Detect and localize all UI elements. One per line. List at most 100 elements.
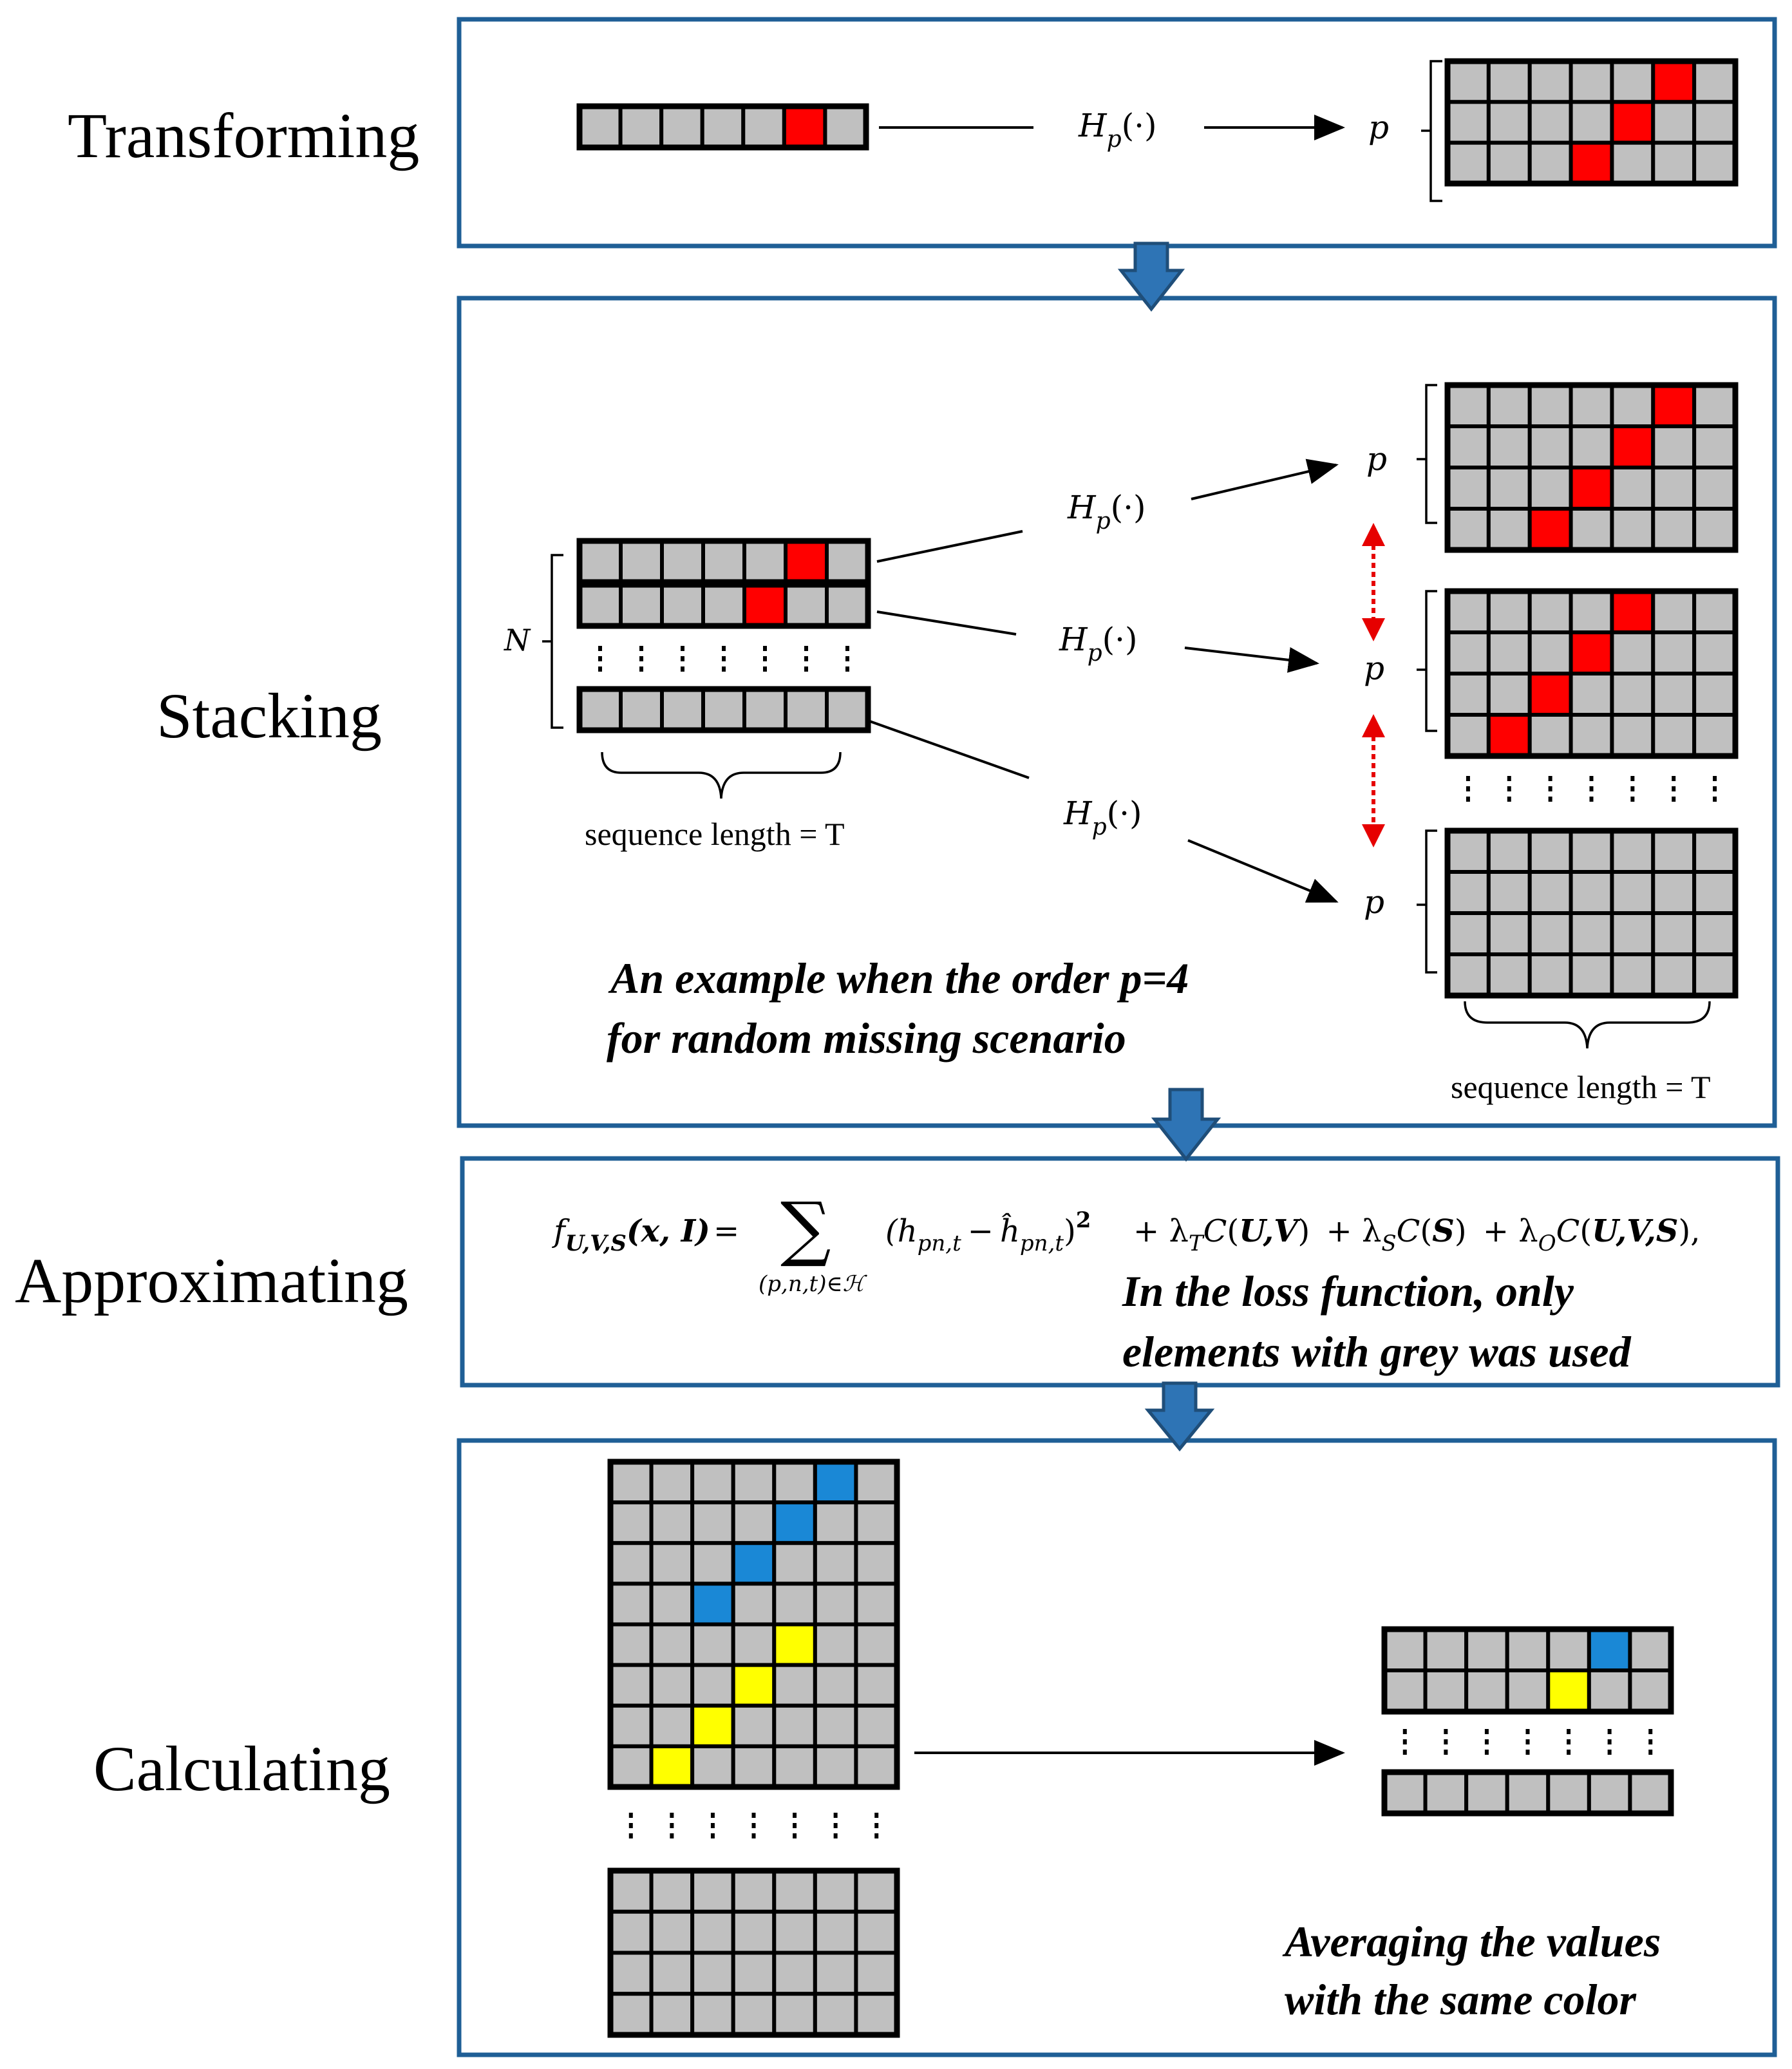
- calc-result-bottom-cell: [1464, 1770, 1509, 1815]
- stack-output-dot: [1466, 797, 1470, 802]
- calc-left-cell: [772, 1703, 817, 1748]
- stack-input-row-2-cell: [701, 583, 746, 628]
- calc-left-cell: [813, 1460, 858, 1505]
- stack-p-bracket-3: [1417, 829, 1437, 974]
- transform-output-cell: [1486, 59, 1532, 104]
- stack-input-row-3-cell: [701, 687, 746, 732]
- stack-operator-3: Hp(·): [1063, 795, 1142, 840]
- stack-output-1-cell: [1446, 424, 1491, 469]
- stack-input-dot: [845, 646, 849, 651]
- calc-left-cell: [813, 1622, 858, 1667]
- transform-output-cell: [1692, 140, 1737, 186]
- stack-output-ellipsis: [1466, 776, 1717, 802]
- calc-result-dot: [1567, 1750, 1571, 1755]
- stack-p-bracket-1: [1417, 384, 1437, 524]
- stack-input-dot: [845, 666, 849, 672]
- transform-output-cell: [1569, 100, 1614, 145]
- stack-output-2-cell: [1569, 672, 1614, 717]
- calc-left-cell: [649, 1744, 695, 1789]
- stack-output-dot: [1713, 776, 1717, 781]
- calc-left-bottom-cell: [608, 1951, 654, 1996]
- calc-left-bottom-cell: [690, 1869, 735, 1914]
- stack-output-2-cell: [1692, 589, 1737, 634]
- calc-left-cell: [649, 1460, 695, 1505]
- averaging-note-line-2: with the same color: [1285, 1975, 1636, 2024]
- calc-result-dot: [1444, 1750, 1448, 1755]
- svg-text:(hpn,t−ĥpn,t)2: (hpn,t−ĥpn,t)2: [885, 1207, 1091, 1256]
- stage-label-approximating: Approximating: [15, 1245, 408, 1316]
- stack-output-1-cell: [1692, 507, 1737, 552]
- calc-result-bottom-row: [1381, 1769, 1674, 1817]
- calc-left-cell: [649, 1703, 695, 1748]
- calc-left-bottom-cell: [813, 1869, 858, 1914]
- transform-output-cell: [1527, 140, 1573, 186]
- calc-left-bottom-cell: [690, 1909, 735, 1955]
- calc-left-cell: [772, 1460, 817, 1505]
- calc-result-cell: [1628, 1668, 1673, 1714]
- calc-left-bottom-cell: [731, 1869, 777, 1914]
- stack-input-dot: [639, 646, 643, 651]
- stack-input-dot: [681, 646, 684, 651]
- calc-result-dot: [1648, 1739, 1653, 1744]
- stack-input-dot: [681, 666, 684, 672]
- stack-output-2-border: [1444, 588, 1739, 759]
- stack-input-dot: [639, 656, 643, 661]
- calc-result-ellipsis: [1402, 1729, 1653, 1755]
- calc-left-cell: [854, 1622, 900, 1667]
- stack-output-1-cell: [1651, 383, 1697, 428]
- calc-left-cell: [854, 1703, 900, 1748]
- transform-output-cell: [1692, 100, 1737, 145]
- stack-output-dot: [1713, 786, 1717, 791]
- stack-output-dot: [1507, 776, 1511, 781]
- transform-output-cell: [1486, 140, 1532, 186]
- stack-output-1-cell: [1610, 424, 1655, 469]
- stack-input-dot: [763, 656, 767, 661]
- stack-output-3-cell: [1569, 911, 1614, 956]
- calc-left-bottom-cell: [772, 1869, 817, 1914]
- calc-result-cell: [1423, 1627, 1469, 1672]
- stack-input-row-3-border: [576, 686, 871, 733]
- stack-output-1-cell: [1527, 466, 1573, 511]
- stack-output-2-cell: [1446, 713, 1491, 758]
- calc-left-cell: [854, 1541, 900, 1586]
- calc-left-cell: [731, 1744, 777, 1789]
- approximating-frame: [460, 1156, 1780, 1388]
- stack-output-3-cell: [1527, 870, 1573, 915]
- stack-output-2-cell: [1651, 630, 1697, 675]
- calc-left-cell: [608, 1582, 654, 1627]
- svg-text:fU,V,S(x, I): fU,V,S(x, I): [552, 1213, 710, 1256]
- stack-input-row-2-cell: [825, 583, 870, 628]
- stage-label-calculating: Calculating: [93, 1733, 390, 1804]
- stage-label-transforming: Transforming: [68, 100, 419, 171]
- stack-output-1-cell: [1692, 424, 1737, 469]
- loss-formula: fU,V,S(x, I) = ∑ (p,n,t)∈ℋ (hpn,t−ĥpn,t)…: [552, 1187, 1700, 1297]
- calc-result-dot: [1607, 1739, 1612, 1744]
- calc-result-bottom-cell: [1546, 1770, 1591, 1815]
- stack-output-3-cell: [1446, 829, 1491, 874]
- stack-input-dot: [763, 646, 767, 651]
- stack-output-2-cell: [1446, 589, 1491, 634]
- calc-left-dot: [874, 1823, 879, 1828]
- stack-output-3-cell: [1692, 911, 1737, 956]
- stack-input-row-3-cell: [578, 687, 623, 732]
- calc-left-cell: [772, 1663, 817, 1708]
- calc-left-bottom-cell: [690, 1992, 735, 2037]
- stack-output-1-cell: [1486, 383, 1532, 428]
- stack-input-row-1-cell: [742, 539, 788, 584]
- down-arrow-3: [1144, 1381, 1215, 1451]
- calc-left-cell: [772, 1744, 817, 1789]
- stack-output-dot: [1507, 786, 1511, 791]
- stack-output-3-cell: [1610, 911, 1655, 956]
- calc-left-cell: [772, 1622, 817, 1667]
- stack-output-2-cell: [1651, 672, 1697, 717]
- transform-output-cell: [1651, 100, 1697, 145]
- stack-output-2-cell: [1569, 589, 1614, 634]
- stack-output-1-cell: [1569, 507, 1614, 552]
- calc-left-cell: [608, 1460, 654, 1505]
- transform-input-cell: [700, 104, 746, 149]
- calc-left-bottom-grid: [607, 1867, 900, 2038]
- stacking-note-line-2: for random missing scenario: [607, 1014, 1126, 1063]
- stack-output-3-cell: [1446, 952, 1491, 997]
- stack-output-dot: [1630, 776, 1635, 781]
- calc-left-bottom-cell: [772, 1909, 817, 1955]
